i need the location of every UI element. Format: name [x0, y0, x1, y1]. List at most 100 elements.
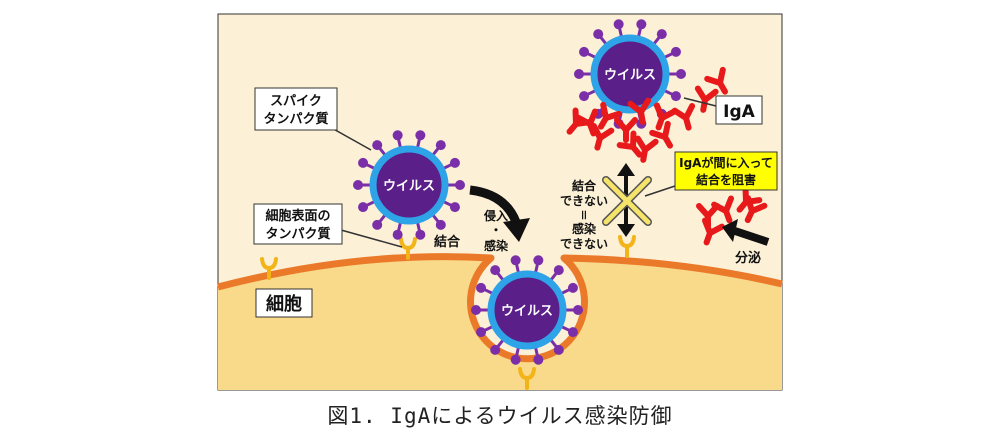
nobind-1: 結合	[572, 178, 597, 193]
cell-label: 細胞	[266, 293, 302, 315]
nobind-4: できない	[560, 237, 608, 251]
spike-tip	[415, 130, 426, 141]
bind-label: 結合	[434, 234, 461, 250]
spike-tip	[358, 202, 369, 213]
surface-receptor	[518, 367, 536, 390]
surface-receptor	[399, 237, 417, 260]
virus-body	[590, 34, 670, 114]
invade-label-2: 感染	[484, 238, 509, 253]
spike-tip	[353, 180, 363, 190]
blocked-arrow-up	[617, 163, 635, 176]
spike-tip	[636, 19, 647, 30]
iga-label-box	[715, 95, 763, 125]
spike-tip	[553, 344, 564, 355]
spike-tip	[573, 305, 583, 315]
virus-binding: ウイルス	[353, 130, 465, 240]
spike-tip	[579, 46, 590, 57]
surface-label-1: 細胞表面の	[265, 208, 330, 224]
cell-label-box	[255, 288, 313, 318]
spike-tip	[372, 140, 383, 151]
iga-antibody	[694, 85, 719, 113]
surface-receptor	[260, 257, 278, 280]
figure-caption: 図1. IgAによるウイルス感染防御	[327, 404, 673, 428]
spike-tip	[471, 305, 481, 315]
spike-tip	[372, 219, 383, 230]
iga-antibody	[616, 130, 643, 158]
nobind-eq: ＝	[577, 210, 590, 221]
block-cross-icon	[602, 176, 652, 226]
spike-tip	[490, 265, 501, 276]
surface-label-2: タンパク質	[265, 226, 330, 242]
virus-body	[487, 270, 567, 350]
invade-label-dot: ・	[490, 223, 502, 237]
spike-tip	[490, 344, 501, 355]
spike-tip	[476, 282, 487, 293]
spike-tip	[613, 19, 624, 30]
virus-body	[369, 145, 449, 225]
secrete-arrow-head	[722, 219, 738, 242]
spike-label-1: スパイク	[270, 94, 322, 109]
cell-body	[218, 256, 782, 390]
nobind-3: 感染	[572, 221, 597, 236]
iga-antibody	[627, 97, 652, 125]
blocked-arrow-down	[617, 224, 635, 237]
spike-tip	[533, 354, 544, 365]
block-callout-pointer	[644, 185, 676, 197]
spike-tip	[553, 265, 564, 276]
spike-tip	[567, 327, 578, 338]
iga-antibody	[736, 185, 763, 213]
spike-tip	[670, 46, 681, 57]
iga-antibody	[649, 120, 673, 149]
spike-tip	[579, 91, 590, 102]
spike-tip	[656, 29, 667, 40]
iga-antibody	[704, 66, 728, 95]
iga-antibody	[614, 117, 638, 143]
invade-arrow-head	[503, 218, 530, 242]
virus-label: ウイルス	[604, 68, 656, 83]
spike-tip	[670, 91, 681, 102]
spike-tip	[593, 29, 604, 40]
iga-antibody	[634, 135, 659, 163]
iga-antibody	[711, 195, 735, 224]
iga-antibody	[590, 123, 615, 151]
surface-label-box	[253, 203, 343, 245]
block-callout-1: IgAが間に入って	[679, 155, 773, 170]
spike-tip	[533, 255, 544, 266]
spike-tip	[676, 69, 686, 79]
spike-tip	[358, 157, 369, 168]
spike-tip	[435, 219, 446, 230]
spike-tip	[449, 157, 460, 168]
spike-tip	[574, 69, 584, 79]
virus-label: ウイルス	[383, 179, 435, 194]
iga-antibody	[566, 107, 593, 135]
iga-antibody	[701, 217, 725, 246]
iga-antibody	[653, 102, 677, 131]
cell-membrane	[217, 253, 783, 363]
iga-antibody	[598, 101, 622, 130]
nobind-2: できない	[560, 194, 608, 208]
secrete-arrow	[733, 227, 770, 246]
spike-tip	[392, 229, 403, 240]
spike-tip	[567, 282, 578, 293]
spike-tip	[415, 229, 426, 240]
invade-label-1: 侵入	[483, 208, 508, 223]
secrete-label: 分泌	[735, 250, 761, 266]
iga-label: IgA	[723, 102, 755, 122]
invade-arrow	[469, 185, 521, 224]
spike-tip	[449, 202, 460, 213]
virus-label: ウイルス	[501, 304, 553, 319]
virus-invading: ウイルス	[471, 255, 583, 365]
spike-label-box	[254, 87, 338, 131]
block-callout	[674, 151, 778, 191]
iga-leader	[683, 97, 717, 107]
iga-antibody	[671, 103, 696, 131]
spike-tip	[476, 327, 487, 338]
spike-tip	[435, 140, 446, 151]
spike-tip	[510, 354, 521, 365]
spike-label-2: タンパク質	[263, 111, 328, 127]
spike-tip	[392, 130, 403, 141]
surface-receptor	[618, 235, 636, 258]
spike-tip	[455, 180, 465, 190]
spike-tip	[510, 255, 521, 266]
